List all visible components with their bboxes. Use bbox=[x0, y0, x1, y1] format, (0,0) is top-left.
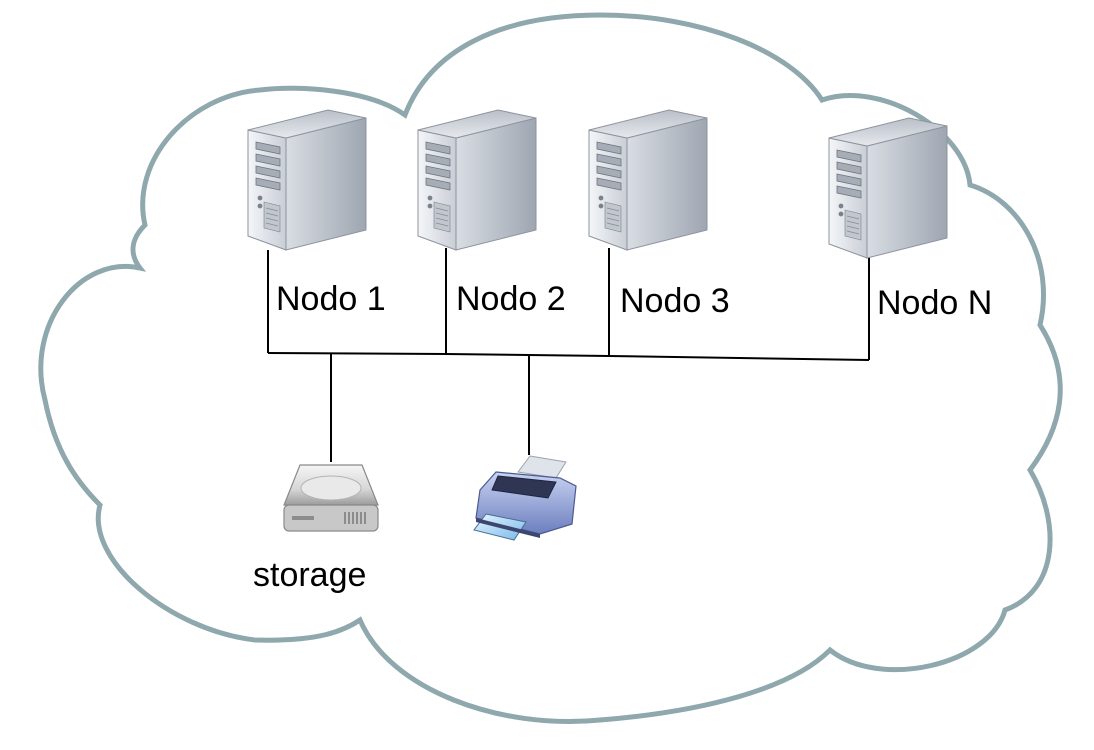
server-tower-icon bbox=[588, 109, 708, 251]
printer-icon bbox=[473, 455, 577, 541]
node-2-label: Nodo 2 bbox=[456, 280, 566, 318]
storage-label: storage bbox=[253, 556, 366, 594]
hard-drive-icon bbox=[283, 464, 379, 532]
server-node-3: Nodo 3 bbox=[588, 109, 730, 320]
node-n-label: Nodo N bbox=[877, 284, 992, 322]
server-node-n: Nodo N bbox=[828, 117, 992, 322]
storage-device: storage bbox=[253, 464, 379, 594]
server-tower-icon bbox=[828, 117, 948, 259]
server-tower-icon bbox=[247, 109, 367, 251]
server-node-2: Nodo 2 bbox=[417, 109, 566, 318]
server-tower-icon bbox=[417, 109, 537, 251]
network-links bbox=[267, 248, 870, 462]
node-1-label: Nodo 1 bbox=[276, 280, 386, 318]
cloud-outline bbox=[38, 12, 1063, 725]
node-3-label: Nodo 3 bbox=[620, 282, 730, 320]
server-node-1: Nodo 1 bbox=[247, 109, 386, 318]
